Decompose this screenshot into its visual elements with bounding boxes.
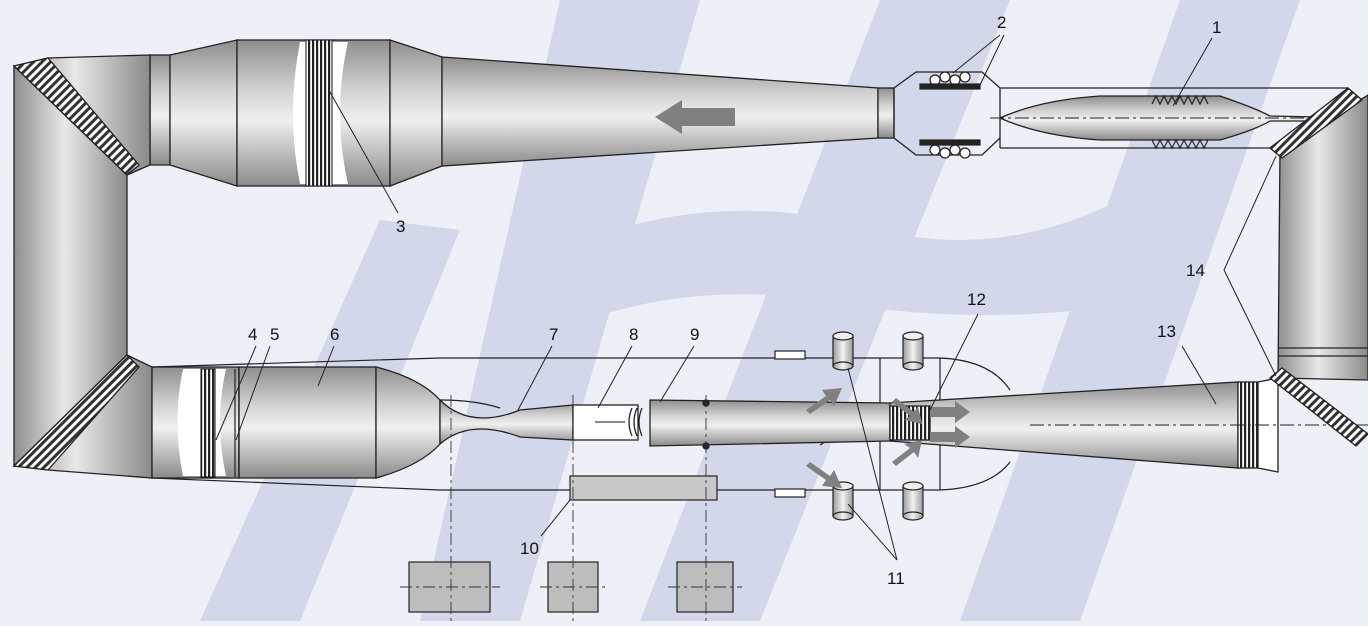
test-section xyxy=(990,87,1368,150)
label-14: 14 xyxy=(1186,261,1205,280)
nozzle-rollers xyxy=(919,71,981,159)
left-return-duct xyxy=(12,54,153,479)
label-11: 11 xyxy=(887,569,905,588)
label-12: 12 xyxy=(967,290,986,309)
label-8: 8 xyxy=(629,325,638,344)
label-13: 13 xyxy=(1157,322,1176,341)
label-3: 3 xyxy=(396,217,405,236)
label-4: 4 xyxy=(248,325,257,344)
label-2: 2 xyxy=(997,13,1006,32)
bottom-screens xyxy=(177,368,240,478)
label-5: 5 xyxy=(270,325,279,344)
center-lines xyxy=(400,395,742,621)
label-1: 1 xyxy=(1212,18,1221,37)
label-7: 7 xyxy=(549,325,558,344)
injection-arrows xyxy=(806,388,970,488)
top-fan-screen xyxy=(293,39,348,187)
label-9: 9 xyxy=(690,325,699,344)
right-return-duct xyxy=(1268,87,1368,447)
cylinders xyxy=(832,331,924,521)
label-10: 10 xyxy=(520,539,539,558)
label-6: 6 xyxy=(330,325,339,344)
leader-lines xyxy=(215,34,1277,561)
return-flow-arrow xyxy=(655,100,735,134)
test-channel xyxy=(572,399,891,450)
main-diffuser xyxy=(889,377,1368,473)
top-return-duct xyxy=(149,39,895,187)
